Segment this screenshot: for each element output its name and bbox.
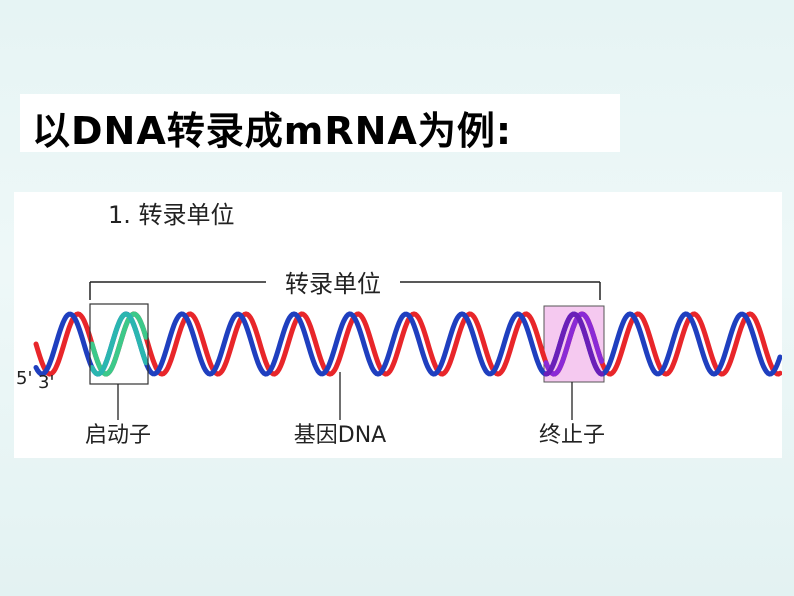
promoter-label: 启动子 xyxy=(85,423,151,448)
terminator-strand-a xyxy=(543,311,604,377)
gene-dna-label: 基因DNA xyxy=(294,423,386,448)
slide-title: 以DNA转录成mRNA为例: xyxy=(32,109,513,153)
transcription-unit-bracket xyxy=(89,281,601,300)
title-banner xyxy=(20,94,620,152)
promoter-strand-b xyxy=(89,311,149,377)
promoter-highlight-box xyxy=(89,303,149,385)
strand-a xyxy=(33,311,782,377)
diagram-heading: 1. 转录单位 xyxy=(108,201,235,229)
diagram-panel: 1. 转录单位 转录单位 5' 3' 启动子 基因DNA 终止子 xyxy=(14,192,782,458)
transcription-unit-label: 转录单位 xyxy=(285,270,381,298)
transcription-unit-diagram: 1. 转录单位 转录单位 5' 3' 启动子 基因DNA 终止子 xyxy=(16,201,782,448)
three-prime-end-label: 3' xyxy=(38,372,54,393)
dna-double-helix xyxy=(33,311,782,377)
terminator-label: 终止子 xyxy=(539,423,605,448)
terminator-strand-b xyxy=(543,311,604,377)
strand-b xyxy=(33,311,782,377)
five-prime-end-label: 5' xyxy=(16,368,32,389)
